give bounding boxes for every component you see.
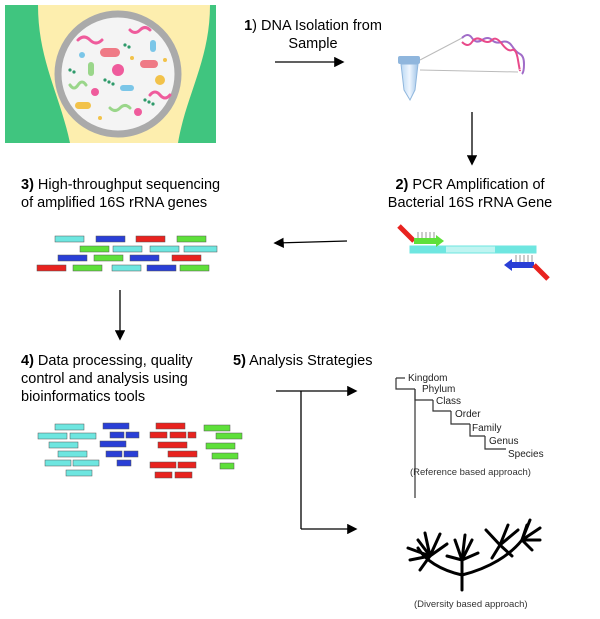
taxon-family: Family [472,423,501,434]
step-2-text-line2: Bacterial 16S rRNA Gene [387,195,553,211]
diversity-caption: (Diversity based approach) [414,599,528,610]
step-3-number: 3) [21,177,34,193]
step-4-number: 4) [21,353,34,369]
step-5-title: 5) Analysis Strategies [233,352,433,370]
step-4-text-line2: control and analysis using [21,371,188,387]
step-2-number: 2) [395,177,409,193]
step-4-title: 4) Data processing, quality control and … [21,352,261,406]
taxon-class: Class [436,396,461,407]
step-1-text: ) DNA Isolation from [252,18,382,34]
step-1-title: 1) DNA Isolation from Sample [228,17,398,53]
step-1-number: 1 [244,18,253,34]
step-3-title: 3) High-throughput sequencing of amplifi… [21,176,281,212]
reference-caption: (Reference based approach) [410,467,531,478]
step-5-text: Analysis Strategies [245,353,373,369]
step-3-text: High-throughput sequencing [33,177,221,193]
step-4-text: Data processing, quality [33,353,193,369]
taxon-kingdom: Kingdom [408,373,447,384]
step-4-text-line3: bioinformatics tools [21,389,146,405]
arrow-pcr-to-seq [273,237,348,248]
step-2-title: 2) PCR Amplification of Bacterial 16S rR… [370,176,570,212]
step-2-text: PCR Amplification of [408,177,545,193]
taxon-order: Order [455,409,481,420]
step-3-text-line2: of amplified 16S rRNA genes [21,195,208,211]
step-5-number: 5) [233,353,246,369]
taxon-species: Species [508,449,544,460]
taxon-genus: Genus [489,436,518,447]
step-1-text-line2: Sample [288,36,338,52]
taxon-phylum: Phylum [422,384,455,395]
